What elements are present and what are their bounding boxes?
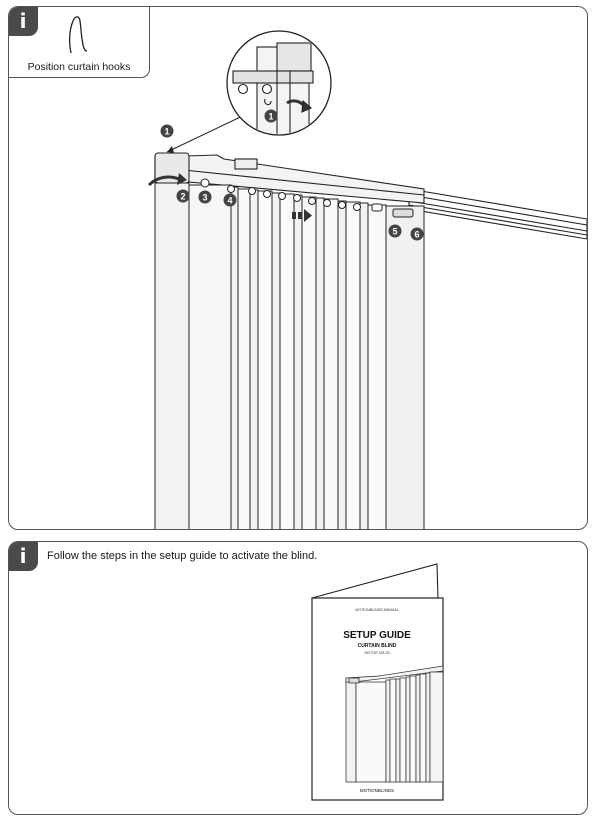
setup-guide-booklet: MOTIONBLINDS MANUAL SETUP GUIDE CURTAIN … [311,563,444,801]
step-callouts: 1 1 2 3 4 5 6 [160,109,424,241]
curtain-rail [408,188,587,240]
step-panel-hooks: i Position curtain hooks [8,6,588,530]
callout-1: 1 [160,124,174,138]
step-panel-setup-guide: i Follow the steps in the setup guide to… [8,541,588,815]
curtain-hooks [200,178,414,218]
callout-6: 6 [410,227,424,241]
callout-5: 5 [388,224,402,238]
step-title: Position curtain hooks [27,61,131,73]
callout-4: 4 [223,193,237,207]
svg-text:MOTIONBLINDS: MOTIONBLINDS [360,788,394,793]
svg-text:3: 3 [202,193,207,203]
instruction-text: Follow the steps in the setup guide to a… [47,550,318,562]
direction-arrows [147,173,312,222]
callout-1-inset: 1 [264,109,278,123]
curtain-hook-icon [69,16,88,54]
curtain-illustration: 1 1 2 3 4 5 6 [147,30,587,529]
svg-text:SETUP GUIDE: SETUP GUIDE [343,630,411,641]
svg-text:4: 4 [227,196,232,206]
info-icon: i [9,542,38,571]
hook-label-box: i Position curtain hooks [9,7,150,78]
svg-text:1: 1 [164,127,169,137]
detail-inset [166,30,332,153]
svg-text:5: 5 [392,227,397,237]
curtain-fabric [154,182,425,529]
svg-text:6: 6 [414,230,419,240]
svg-text:MOTIONBLINDS MANUAL: MOTIONBLINDS MANUAL [355,608,398,612]
svg-text:2: 2 [180,192,185,202]
callout-2: 2 [176,189,190,203]
svg-text:MOTOR CM-25: MOTOR CM-25 [364,651,389,655]
info-icon: i [9,7,38,36]
callout-3: 3 [198,190,212,204]
svg-text:CURTAIN BLIND: CURTAIN BLIND [358,643,397,649]
svg-text:1: 1 [268,112,273,122]
